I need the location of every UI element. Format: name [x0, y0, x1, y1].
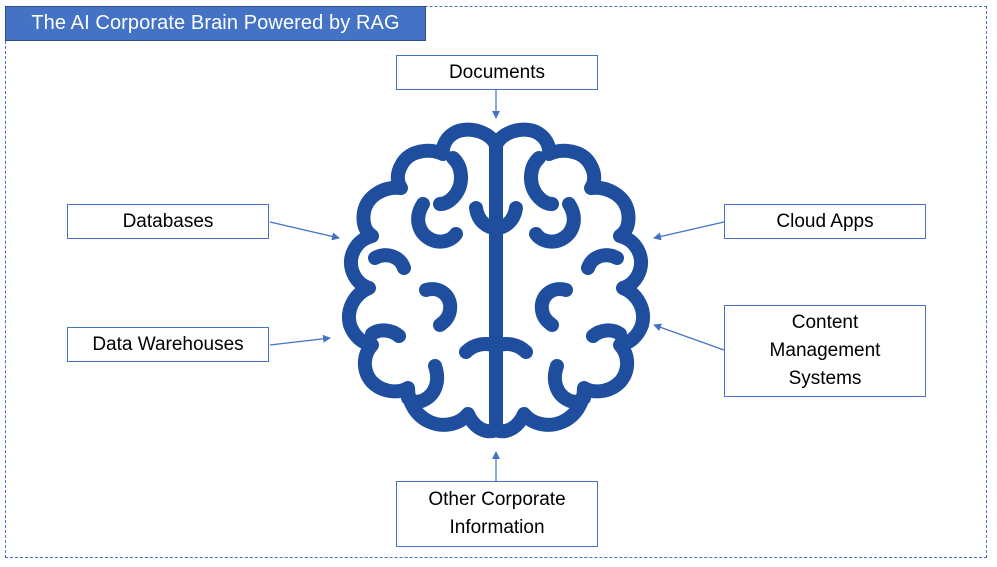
source-label-documents: Documents — [448, 61, 546, 83]
arrow-cloud-apps-to-brain — [653, 221, 725, 241]
source-label-data-warehouses: Data Warehouses — [92, 333, 244, 355]
brain-right-branch-bottom — [489, 337, 533, 359]
brain-right-curl-4 — [534, 282, 573, 332]
source-label-cms-line-1: Content — [791, 312, 859, 333]
brain-left-curl-1 — [433, 151, 468, 211]
brain-left-curl-6 — [401, 359, 445, 409]
brain-right-curl-1 — [524, 151, 559, 211]
brain-right-outline — [489, 122, 650, 439]
brain-icon — [342, 122, 650, 439]
source-label-cms-line-2: Management — [769, 340, 881, 361]
source-box-content-management-systems: Content Management Systems — [724, 305, 926, 397]
source-label-cloud-apps: Cloud Apps — [776, 210, 874, 232]
source-box-cloud-apps: Cloud Apps — [724, 204, 926, 239]
brain-left-curl-5 — [365, 323, 406, 343]
diagram-frame — [5, 6, 987, 558]
arrow-databases-to-brain — [269, 221, 340, 241]
arrow-cms-to-brain — [653, 323, 725, 351]
brain-right-curl-3 — [581, 248, 624, 275]
brain-left-curl-4 — [419, 282, 458, 332]
source-box-documents: Documents — [396, 55, 598, 90]
source-label-cms-line-3: Systems — [788, 368, 862, 389]
source-box-databases: Databases — [67, 204, 269, 239]
brain-right-curl-2 — [529, 197, 581, 249]
brain-left-curl-3 — [368, 248, 411, 275]
brain-right-curl-6 — [547, 359, 591, 409]
brain-right-branch-top — [489, 201, 523, 235]
source-label-other-line-2: Information — [449, 517, 545, 538]
arrow-data-warehouses-to-brain — [269, 334, 331, 346]
source-label-other-line-1: Other Corporate — [428, 489, 566, 510]
source-box-other-corporate-information: Other Corporate Information — [396, 481, 598, 547]
source-label-databases: Databases — [122, 210, 214, 232]
brain-right-curl-5 — [586, 323, 627, 343]
brain-left-curl-2 — [411, 197, 463, 249]
brain-left-outline — [342, 122, 503, 439]
diagram-title: The AI Corporate Brain Powered by RAG — [5, 6, 426, 41]
source-box-data-warehouses: Data Warehouses — [67, 327, 269, 362]
